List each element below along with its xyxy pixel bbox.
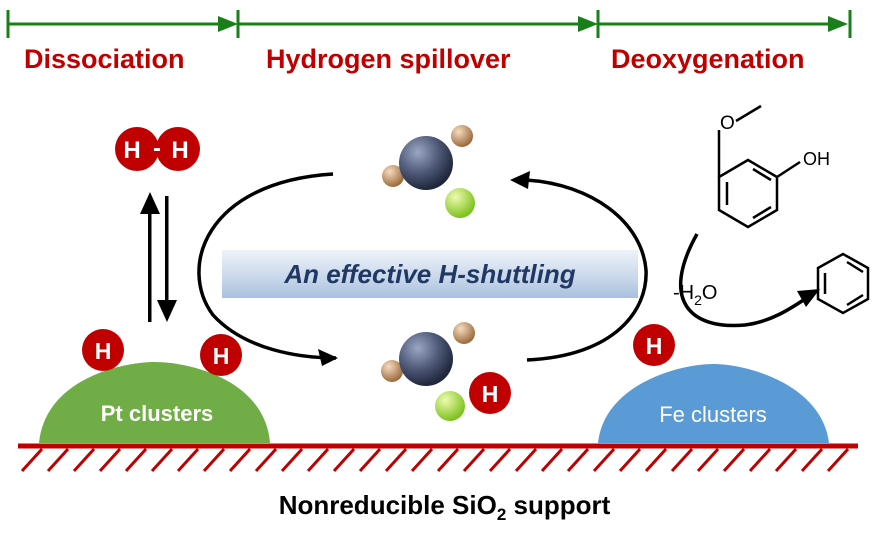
- support-hatch-mark: [566, 447, 590, 473]
- water-loss-label: -H2O: [673, 282, 717, 308]
- support-hatch-mark: [410, 447, 434, 473]
- shuttle-species-top: [382, 125, 475, 218]
- support-label: Nonreducible SiO2 support: [278, 490, 611, 525]
- h2-bond-dash: -: [153, 135, 161, 162]
- h-atom-label: H: [95, 338, 112, 364]
- support-hatch-mark: [696, 447, 720, 473]
- support-hatch-mark: [540, 447, 564, 473]
- pt-cluster-label: Pt clusters: [101, 401, 214, 426]
- support-hatch-mark: [150, 447, 174, 473]
- benzene-structure: [816, 252, 870, 315]
- h-atom-shuttle: H: [469, 372, 511, 414]
- support-hatch-mark: [800, 447, 824, 473]
- banner-text: An effective H-shuttling: [284, 258, 576, 289]
- support-hatch-mark: [618, 447, 642, 473]
- support-hatch-mark: [748, 447, 772, 473]
- support-hatch-mark: [358, 447, 382, 473]
- support-hatch-mark: [72, 447, 96, 473]
- support-hatch-mark: [20, 447, 44, 473]
- support-hatch-mark: [176, 447, 200, 473]
- h-atom-pt-left: H: [82, 329, 124, 371]
- fe-cluster: [598, 364, 829, 443]
- support-hatch-mark: [254, 447, 278, 473]
- support-hatch-mark: [124, 447, 148, 473]
- guaiacol-structure: [717, 104, 801, 229]
- h2-left-atom-label: H: [123, 137, 140, 164]
- equilibrium-arrows: [140, 192, 177, 322]
- h-atom-label: H: [213, 343, 230, 369]
- support-hatch-mark: [826, 447, 850, 473]
- support-hatch-mark: [332, 447, 356, 473]
- h-atom-label: H: [482, 381, 499, 407]
- h2-right-atom-label: H: [171, 137, 188, 164]
- support-hatch-mark: [670, 447, 694, 473]
- support-hatch-mark: [774, 447, 798, 473]
- h-atom-pt-right: H: [200, 334, 242, 376]
- support-hatch-mark: [462, 447, 486, 473]
- hydroxyl-label: OH: [803, 149, 830, 169]
- h2-molecule: H - H: [115, 127, 200, 171]
- support-hatch-mark: [228, 447, 252, 473]
- pt-cluster: [39, 362, 270, 443]
- stage-arrows: [6, 10, 852, 38]
- support-hatch-mark: [514, 447, 538, 473]
- stage-label-hydrogen-spillover: Hydrogen spillover: [266, 44, 511, 74]
- sio2-support-surface: [18, 443, 858, 473]
- support-hatch-mark: [592, 447, 616, 473]
- support-hatch-mark: [488, 447, 512, 473]
- shuttle-species-bottom: [381, 322, 475, 421]
- h-atom-fe: H: [633, 324, 675, 366]
- support-hatch-mark: [46, 447, 70, 473]
- stage-label-deoxygenation: Deoxygenation: [611, 44, 805, 74]
- deoxygenation-arrow: [678, 233, 806, 328]
- shuttle-cycle-arrows: [197, 171, 648, 366]
- h-atom-label: H: [646, 333, 663, 359]
- fe-cluster-label: Fe clusters: [659, 402, 767, 427]
- support-hatch-mark: [384, 447, 408, 473]
- methoxy-oxygen: O: [720, 113, 735, 134]
- support-hatch-mark: [644, 447, 668, 473]
- support-hatch-mark: [98, 447, 122, 473]
- support-hatch-mark: [202, 447, 226, 473]
- support-hatch-mark: [722, 447, 746, 473]
- support-hatch-mark: [280, 447, 304, 473]
- stage-label-dissociation: Dissociation: [24, 44, 185, 74]
- support-hatch-mark: [306, 447, 330, 473]
- support-hatch-mark: [436, 447, 460, 473]
- h-shuttling-banner: An effective H-shuttling: [222, 250, 638, 298]
